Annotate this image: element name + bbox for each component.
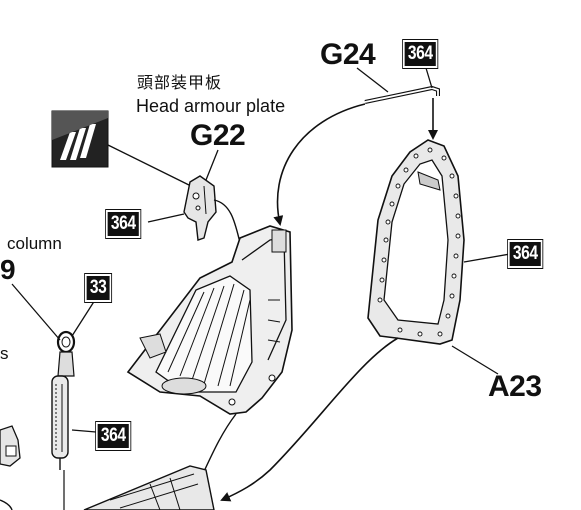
cockpit-floor-partial <box>83 465 215 510</box>
paint-badge-ring: 33 <box>84 273 113 303</box>
pilot-seat-part <box>126 225 293 415</box>
paint-badge-g22: 364 <box>105 209 142 239</box>
s-caption-partial: s <box>0 344 9 363</box>
column-caption-partial: column <box>7 234 62 253</box>
head-armour-plate-part <box>183 175 217 241</box>
part-label-9-partial: 9 <box>0 254 16 285</box>
part-label-g24: G24 <box>320 38 376 71</box>
part-label-a23: A23 <box>488 370 542 403</box>
part-label-g22: G22 <box>190 119 246 152</box>
paint-badge-rod: 364 <box>95 421 132 451</box>
partial-bracket-part <box>0 425 21 510</box>
paint-badge-g24: 364 <box>402 39 439 69</box>
armour-frame-part-a23 <box>367 139 465 345</box>
column-rod-part <box>51 330 76 510</box>
paint-badge-a23: 364 <box>507 239 544 269</box>
head-armour-caption-en: Head armour plate <box>136 96 286 116</box>
rod-part-g24 <box>364 85 440 104</box>
head-armour-caption-jp: 頭部装甲板 <box>137 73 223 92</box>
metallic-finish-swatch-icon <box>51 110 109 168</box>
